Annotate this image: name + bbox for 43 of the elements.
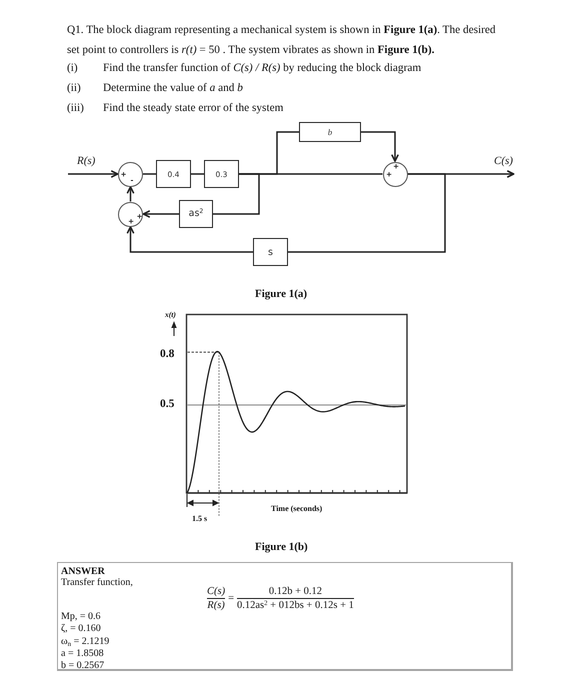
transfer-block: as$^{2}$ bbox=[179, 200, 213, 228]
signal-arrow bbox=[126, 226, 253, 253]
signal-arrow bbox=[68, 170, 118, 178]
signal-arrow bbox=[126, 186, 134, 202]
question-item: Determine the value of a and b bbox=[103, 81, 243, 96]
answer-panel bbox=[57, 562, 513, 671]
fraction-denominator: R(s) bbox=[207, 600, 225, 611]
answer-value: ζ, = 0.160 bbox=[61, 623, 101, 636]
axis-title: Time (seconds) bbox=[271, 504, 322, 513]
tick-label: 0.8 bbox=[160, 348, 174, 360]
signal-line bbox=[143, 173, 156, 175]
answer-text: Transfer function, bbox=[61, 577, 133, 589]
item-number: (iii) bbox=[67, 101, 84, 116]
fraction-numerator: 0.12b + 0.12 bbox=[268, 586, 322, 597]
fraction-numerator: C(s) bbox=[207, 586, 226, 597]
question-item: Find the transfer function of C(s) / R(s) by reducing the block diagram bbox=[103, 61, 422, 76]
question-item: Find the steady state error of the system bbox=[103, 101, 284, 116]
dimension-label: 1.5 s bbox=[192, 514, 208, 523]
answer-heading: ANSWER bbox=[61, 566, 105, 578]
signal-label: C(s) bbox=[494, 155, 513, 168]
item-number: (ii) bbox=[67, 81, 81, 96]
signal-label: R(s) bbox=[77, 155, 96, 168]
signal-line bbox=[191, 173, 204, 175]
answer-value: a = 1.8508 bbox=[61, 648, 104, 660]
item-number: (i) bbox=[67, 61, 78, 76]
signal-arrow bbox=[142, 210, 179, 218]
figure-caption: Figure 1(b) bbox=[255, 541, 308, 554]
fraction-denominator: 0.12as$^{2}$ + 012bs + 0.12s + 1 bbox=[237, 600, 354, 611]
transfer-block: s bbox=[253, 238, 288, 266]
summing-junction bbox=[118, 202, 143, 226]
question-text: Q1. The block diagram representing a mechanical system is shown in Figure 1(a). The desired set point to controllers is r(t) = 50 . The system vibrates as shown in Figure 1(b). bbox=[67, 23, 497, 58]
answer-value: ω$_{n}$ = 2.1219 bbox=[61, 636, 110, 649]
summing-junction bbox=[382, 162, 408, 186]
signal-arrow bbox=[361, 131, 399, 162]
summing-junction bbox=[118, 162, 143, 186]
answer-value: b = 0.2567 bbox=[61, 660, 104, 672]
transfer-block: b bbox=[299, 122, 361, 142]
signal-line bbox=[288, 173, 446, 253]
figure-caption: Figure 1(a) bbox=[255, 288, 308, 301]
signal-line bbox=[213, 173, 260, 215]
equals-sign: = bbox=[228, 593, 234, 604]
tick-label: 0.5 bbox=[160, 398, 174, 410]
answer-value: Mp, = 0.6 bbox=[61, 611, 101, 623]
